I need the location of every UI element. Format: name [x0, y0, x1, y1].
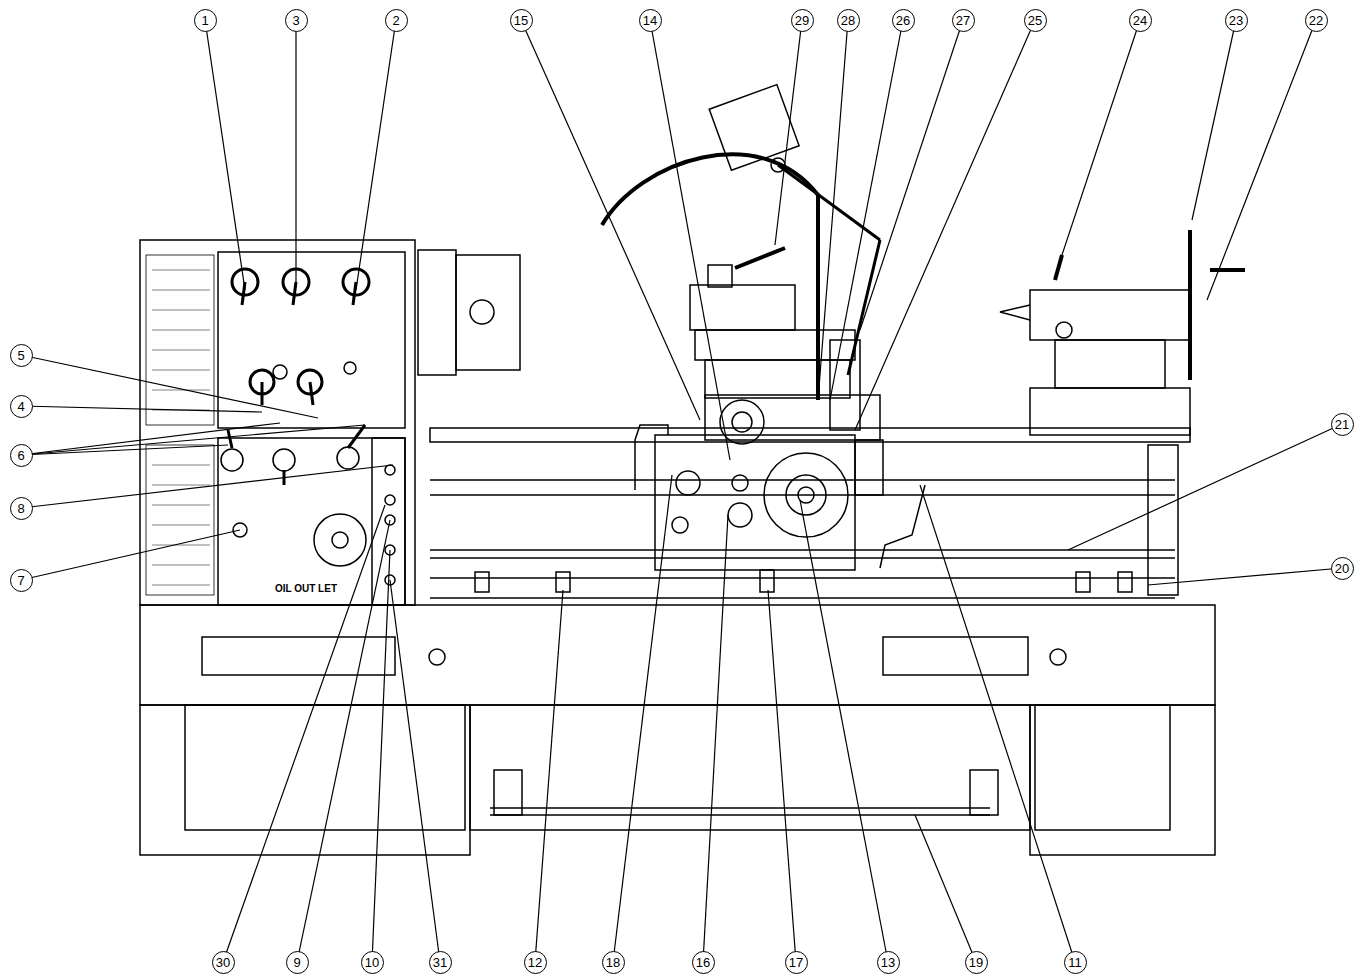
callout-number: 23 — [1229, 14, 1243, 27]
callout-circle: 25 — [1024, 9, 1047, 32]
callout-number: 8 — [17, 502, 24, 515]
callout-number: 12 — [528, 956, 542, 969]
callout-circle: 1 — [194, 9, 217, 32]
callout-circle: 31 — [429, 951, 452, 974]
callout-circle: 6 — [10, 444, 33, 467]
callout-number: 2 — [392, 14, 399, 27]
callout-circle: 13 — [877, 951, 900, 974]
callout-number: 15 — [514, 14, 528, 27]
callout-circle: 3 — [285, 9, 308, 32]
callout-circle: 18 — [602, 951, 625, 974]
callout-circle: 14 — [639, 9, 662, 32]
callout-number: 28 — [841, 14, 855, 27]
callout-number: 10 — [365, 956, 379, 969]
callout-number: 17 — [789, 956, 803, 969]
callout-circle: 10 — [361, 951, 384, 974]
callout-number: 18 — [606, 956, 620, 969]
callout-circle: 24 — [1129, 9, 1152, 32]
callout-circle: 27 — [952, 9, 975, 32]
callout-circle: 28 — [837, 9, 860, 32]
callout-circle: 21 — [1331, 413, 1354, 436]
callout-circle: 4 — [10, 395, 33, 418]
callout-number: 9 — [293, 956, 300, 969]
callout-number: 22 — [1309, 14, 1323, 27]
callout-circle: 22 — [1305, 9, 1328, 32]
callout-circle: 26 — [892, 9, 915, 32]
callout-number: 4 — [17, 400, 24, 413]
callout-number: 25 — [1028, 14, 1042, 27]
callout-number: 11 — [1068, 956, 1082, 969]
callout-circle: 11 — [1064, 951, 1087, 974]
callout-number: 31 — [433, 956, 447, 969]
callout-number: 24 — [1133, 14, 1147, 27]
callout-number: 21 — [1335, 418, 1349, 431]
callout-circle: 15 — [510, 9, 533, 32]
callout-circle: 7 — [10, 569, 33, 592]
callout-circle: 19 — [965, 951, 988, 974]
callout-circle: 12 — [524, 951, 547, 974]
callout-number: 29 — [795, 14, 809, 27]
callout-number: 26 — [896, 14, 910, 27]
callout-number: 30 — [216, 956, 230, 969]
panel-label: OIL OUT LET — [273, 583, 339, 594]
callout-number: 5 — [17, 349, 24, 362]
callout-circle: 16 — [692, 951, 715, 974]
callout-number: 14 — [643, 14, 657, 27]
callout-circle: 17 — [785, 951, 808, 974]
callout-circle: 20 — [1331, 557, 1354, 580]
callout-number: 19 — [969, 956, 983, 969]
callout-number: 16 — [696, 956, 710, 969]
callout-circle: 23 — [1225, 9, 1248, 32]
callout-circle: 8 — [10, 497, 33, 520]
callout-number: 13 — [881, 956, 895, 969]
callout-circle: 5 — [10, 344, 33, 367]
callout-number: 6 — [17, 449, 24, 462]
callout-circle: 9 — [286, 951, 309, 974]
callout-circle: 2 — [385, 9, 408, 32]
callout-number: 20 — [1335, 562, 1349, 575]
callout-number: 3 — [292, 14, 299, 27]
callout-number: 7 — [17, 574, 24, 587]
callout-number: 1 — [201, 14, 208, 27]
callout-circle: 30 — [212, 951, 235, 974]
callout-number: 27 — [956, 14, 970, 27]
callout-circle: 29 — [791, 9, 814, 32]
